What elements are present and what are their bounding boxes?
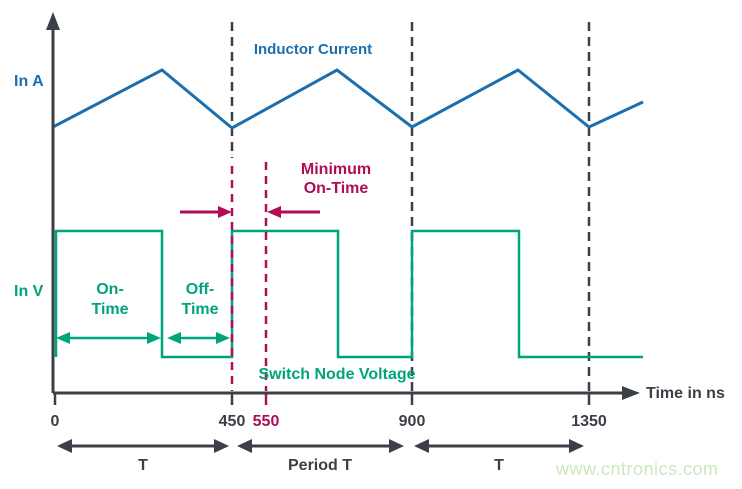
min-on-time-arrowhead-right [218,206,232,218]
y-axis-arrowhead [46,12,60,30]
y-axis-current-label: In A [14,73,44,90]
on-time-arrowhead-right [147,332,161,344]
period-label-period-t: Period T [287,457,353,474]
inductor-current-label: Inductor Current [253,41,373,58]
period-t1-arrowhead-right [214,439,229,453]
min-on-time-dashed-lines [230,162,268,391]
tick-label-450: 450 [218,413,246,430]
min-on-time-arrows [180,206,320,218]
tick-label-900: 900 [398,413,426,430]
period-t2-arrowhead-left [414,439,429,453]
tick-label-1350: 1350 [571,413,607,430]
on-time-arrow [56,332,161,344]
period-label-t1: T [138,457,148,474]
x-axis [53,386,640,400]
period-label-t2: T [494,457,504,474]
off-time-line2: Time [181,301,219,318]
switch-node-voltage-wave [54,229,643,359]
period-t2-arrowhead-right [569,439,584,453]
on-time-arrowhead-left [56,332,70,344]
minimum-on-time-line1: Minimum [300,161,372,178]
x-axis-title: Time in ns [646,385,725,402]
period-boundary-dashed-lines [230,22,591,391]
off-time-arrow [167,332,230,344]
x-axis-arrowhead [622,386,640,400]
off-time-line1: Off- [185,281,215,298]
on-time-line1: On- [96,281,124,298]
y-axis-voltage-label: In V [14,283,44,300]
period-arrow-period-t [237,439,404,453]
watermark: www.cntronics.com [556,459,719,479]
tick-label-550: 550 [252,413,280,430]
minimum-on-time-line2: On-Time [303,180,369,197]
axis-ticks [53,393,591,405]
y-axis [46,12,60,393]
on-time-label: On- Time [91,280,128,320]
period-arrow-t2 [414,439,584,453]
on-time-line2: Time [91,301,129,318]
period-arrow-t1 [57,439,229,453]
period-t-arrowhead-left [237,439,252,453]
off-time-label: Off- Time [181,280,218,320]
period-t1-arrowhead-left [57,439,72,453]
off-time-arrowhead-left [167,332,181,344]
minimum-on-time-label: Minimum On-Time [301,160,371,198]
min-on-time-arrowhead-left [267,206,281,218]
inductor-current-wave [52,68,644,130]
period-t-arrowhead-right [389,439,404,453]
switch-node-voltage-label: Switch Node Voltage [258,366,416,383]
off-time-arrowhead-right [216,332,230,344]
tick-label-0: 0 [50,413,60,430]
